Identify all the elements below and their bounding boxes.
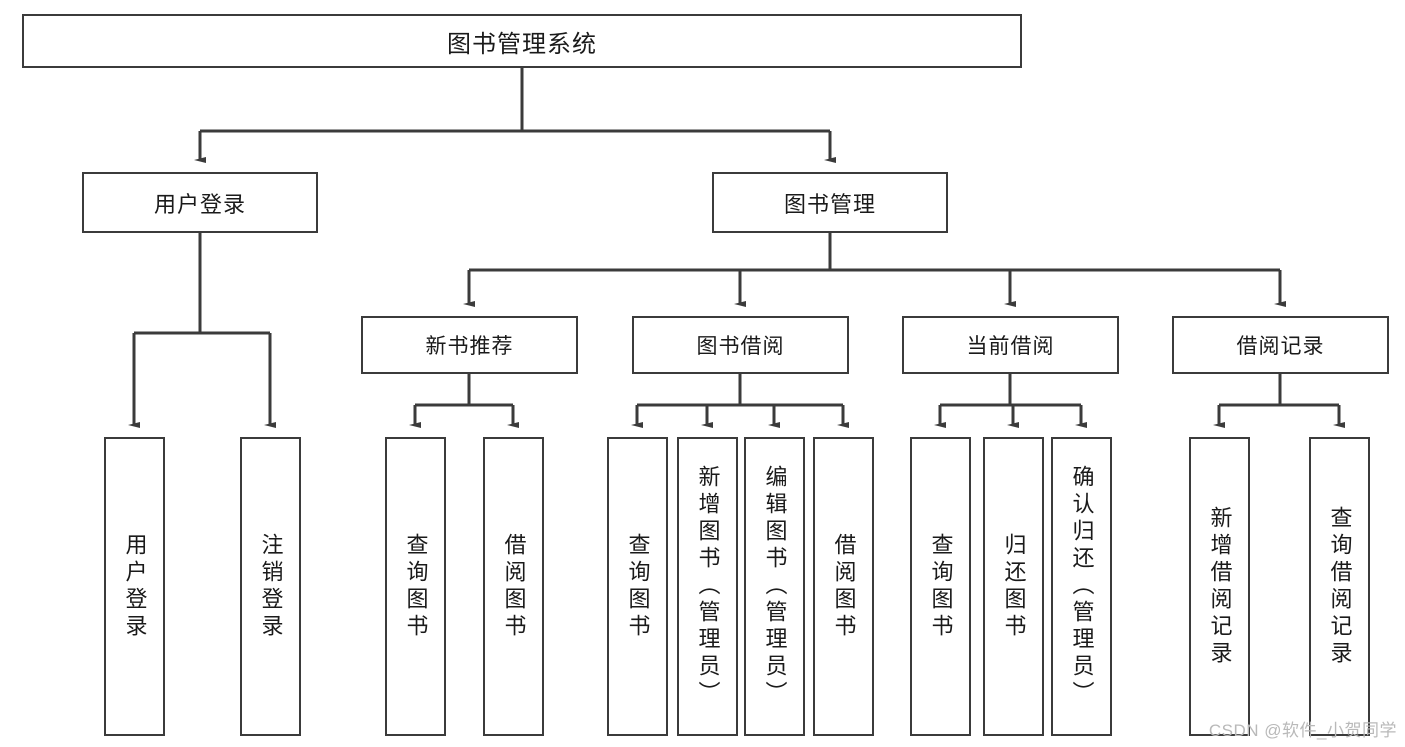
node-book-borrow-label: 图书借阅 xyxy=(696,335,785,358)
leaf-return-book[interactable]: 归还图书 xyxy=(983,437,1044,736)
leaf-add-book[interactable]: 新增图书（管理员） xyxy=(677,437,738,736)
node-current-borrow[interactable]: 当前借阅 xyxy=(902,316,1119,374)
node-new-book-recommend[interactable]: 新书推荐 xyxy=(361,316,578,374)
node-borrow-record-label: 借阅记录 xyxy=(1236,335,1325,358)
leaf-borrow-book-rec[interactable]: 借阅图书 xyxy=(483,437,544,736)
leaf-add-book-label: 新增图书（管理员） xyxy=(695,465,721,708)
leaf-query-record-label: 查询借阅记录 xyxy=(1327,505,1353,668)
leaf-confirm-return-label: 确认归还（管理员） xyxy=(1069,465,1095,708)
leaf-query-book-cur-label: 查询图书 xyxy=(928,532,954,641)
leaf-logout[interactable]: 注销登录 xyxy=(240,437,301,736)
leaf-confirm-return[interactable]: 确认归还（管理员） xyxy=(1051,437,1112,736)
leaf-query-record[interactable]: 查询借阅记录 xyxy=(1309,437,1370,736)
leaf-borrow-book-label: 借阅图书 xyxy=(831,532,857,641)
leaf-add-record[interactable]: 新增借阅记录 xyxy=(1189,437,1250,736)
node-user-login-label: 用户登录 xyxy=(153,191,246,217)
leaf-query-book-bor[interactable]: 查询图书 xyxy=(607,437,668,736)
node-root[interactable]: 图书管理系统 xyxy=(22,14,1022,68)
node-book-manage-label: 图书管理 xyxy=(783,191,876,217)
node-new-book-recommend-label: 新书推荐 xyxy=(425,335,514,358)
node-current-borrow-label: 当前借阅 xyxy=(966,335,1055,358)
watermark-text: CSDN @软件_小贺同学 xyxy=(1208,721,1397,740)
node-book-manage[interactable]: 图书管理 xyxy=(712,172,948,233)
leaf-query-book-rec[interactable]: 查询图书 xyxy=(385,437,446,736)
leaf-query-book-cur[interactable]: 查询图书 xyxy=(910,437,971,736)
leaf-borrow-book-rec-label: 借阅图书 xyxy=(501,532,527,641)
node-root-label: 图书管理系统 xyxy=(447,30,597,58)
leaf-return-book-label: 归还图书 xyxy=(1001,532,1027,641)
node-user-login[interactable]: 用户登录 xyxy=(82,172,318,233)
leaf-query-book-rec-label: 查询图书 xyxy=(403,532,429,641)
node-borrow-record[interactable]: 借阅记录 xyxy=(1172,316,1389,374)
leaf-user-login[interactable]: 用户登录 xyxy=(104,437,165,736)
leaf-borrow-book[interactable]: 借阅图书 xyxy=(813,437,874,736)
node-book-borrow[interactable]: 图书借阅 xyxy=(632,316,849,374)
leaf-edit-book-label: 编辑图书（管理员） xyxy=(762,465,788,708)
leaf-logout-label: 注销登录 xyxy=(258,532,284,641)
leaf-query-book-bor-label: 查询图书 xyxy=(625,532,651,641)
leaf-user-login-label: 用户登录 xyxy=(122,532,148,641)
leaf-add-record-label: 新增借阅记录 xyxy=(1207,505,1233,668)
leaf-edit-book[interactable]: 编辑图书（管理员） xyxy=(744,437,805,736)
